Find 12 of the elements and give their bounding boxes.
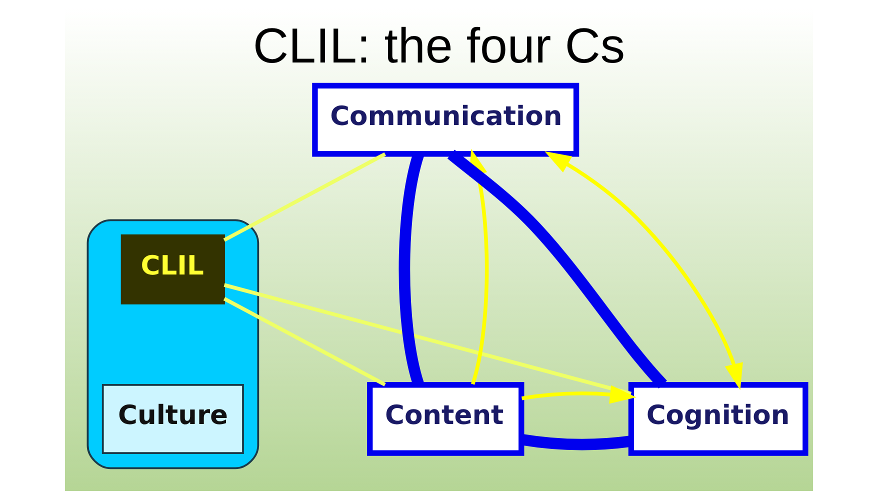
node-box: Cognition xyxy=(628,382,808,456)
node-box: CLIL xyxy=(120,234,226,304)
node-box: Content xyxy=(367,382,524,456)
node-box: Culture xyxy=(102,384,244,454)
connector xyxy=(224,283,632,396)
arrow xyxy=(544,151,743,390)
cluster xyxy=(86,219,260,470)
connector xyxy=(223,297,386,386)
diagram-title: CLIL: the four Cs xyxy=(252,18,626,74)
connector xyxy=(223,152,386,242)
arrow xyxy=(522,385,636,404)
node-box: Communication xyxy=(312,82,580,157)
